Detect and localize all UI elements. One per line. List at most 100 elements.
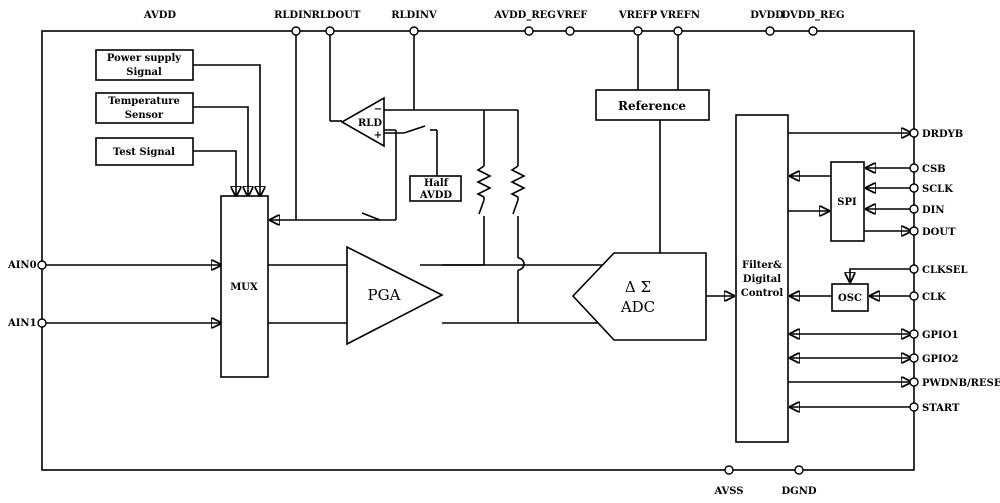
pin-label-drdyb: DRDYB <box>922 129 963 140</box>
pin-marker-avdd-reg <box>524 26 534 36</box>
pin-label-dgnd: DGND <box>781 486 816 497</box>
pin-avdd-reg: AVDD_REG <box>493 10 556 36</box>
pin-label-ain1: AIN1 <box>7 318 37 329</box>
reference-label: Reference <box>618 99 686 113</box>
pin-label-avdd: AVDD <box>143 10 176 21</box>
chip-outline <box>41 30 915 471</box>
pin-rldout: RLDOUT <box>312 10 361 122</box>
pin-marker-sclk <box>909 183 919 193</box>
pin-vref: VREF <box>556 10 588 36</box>
pin-marker-start <box>909 402 919 412</box>
pin-marker-clk <box>909 291 919 301</box>
adc-block: Δ Σ ADC <box>571 252 707 341</box>
pin-label-vrefn: VREFN <box>659 10 700 21</box>
pga-label: PGA <box>368 286 401 304</box>
pin-marker-rldinv <box>409 26 419 36</box>
pin-rldinv: RLDINV <box>391 10 437 104</box>
pin-clk: CLK <box>870 292 946 303</box>
rld-minus-label: − <box>374 104 382 115</box>
pin-pwdnb-resetb: PWDNB/RESETB <box>788 378 1000 389</box>
pin-label-rldin: RLDIN <box>274 10 312 21</box>
pin-marker-csb <box>909 163 919 173</box>
pin-marker-drdyb <box>909 128 919 138</box>
spi-block: SPI <box>830 161 865 242</box>
osc-label: OSC <box>838 293 862 304</box>
pin-marker-ain0 <box>37 260 47 270</box>
temperature-label-1: Temperature <box>108 96 180 107</box>
mux-to-pga-wires <box>268 264 347 324</box>
pin-label-avss: AVSS <box>713 486 743 497</box>
pin-drdyb: DRDYB <box>788 129 963 140</box>
power-supply-label-1: Power supply <box>107 53 182 64</box>
rld-amplifier: RLD − + <box>340 96 385 148</box>
reference-block: Reference <box>595 89 710 253</box>
pin-marker-rldout <box>325 26 335 36</box>
adc-label-1: Δ Σ <box>625 278 651 296</box>
pin-label-gpio2: GPIO2 <box>922 354 958 365</box>
half-avdd-label-2: AVDD <box>419 190 452 201</box>
pin-label-clk: CLK <box>922 292 946 303</box>
osc-block: OSC <box>831 283 869 312</box>
pin-dvdd: DVDD <box>750 10 784 36</box>
pin-label-vrefp: VREFP <box>618 10 658 21</box>
pin-vrefp: VREFP <box>618 10 658 90</box>
filter-label-3: Control <box>741 288 783 299</box>
pin-marker-dvdd-reg <box>808 26 818 36</box>
pin-label-vref: VREF <box>556 10 588 21</box>
filter-label-1: Filter& <box>742 260 782 271</box>
pin-marker-gpio2 <box>909 353 919 363</box>
power-supply-signal-block: Power supply Signal <box>95 49 260 196</box>
rld-plus-label: + <box>374 130 382 141</box>
temperature-sensor-block: Temperature Sensor <box>95 92 248 196</box>
pin-label-gpio1: GPIO1 <box>922 330 958 341</box>
pin-marker-clksel <box>909 264 919 274</box>
pin-label-dvdd: DVDD <box>750 10 784 21</box>
half-avdd-switch <box>384 125 438 176</box>
pin-label-clksel: CLKSEL <box>922 265 968 276</box>
temperature-label-2: Sensor <box>125 110 164 121</box>
pin-clksel: CLKSEL <box>850 264 968 282</box>
pin-vrefn: VREFN <box>659 10 700 90</box>
pin-label-din: DIN <box>922 205 945 216</box>
pin-marker-vref <box>565 26 575 36</box>
pin-avdd: AVDD <box>143 10 176 21</box>
pin-label-pwdnb-resetb: PWDNB/RESETB <box>922 378 1000 389</box>
pin-label-rldinv: RLDINV <box>391 10 437 21</box>
pin-sclk: SCLK <box>866 184 953 195</box>
test-signal-block: Test Signal <box>95 137 236 196</box>
filter-digital-control-block: Filter& Digital Control <box>735 114 789 443</box>
pin-avss: AVSS <box>713 465 744 497</box>
pin-marker-ain1 <box>37 318 47 328</box>
resistor-left <box>476 110 492 265</box>
pin-marker-din <box>909 204 919 214</box>
pin-ain0: AIN0 <box>7 260 221 271</box>
pin-marker-dgnd <box>794 465 804 475</box>
rld-switch <box>361 212 381 221</box>
filter-label-2: Digital <box>743 274 781 285</box>
pin-label-start: START <box>922 403 960 414</box>
pin-marker-avss <box>724 465 734 475</box>
pin-din: DIN <box>866 205 945 216</box>
mux-label: MUX <box>230 282 258 293</box>
half-avdd-block: Half AVDD <box>409 175 462 202</box>
pin-start: START <box>790 403 960 414</box>
spi-label: SPI <box>837 197 857 208</box>
pin-label-sclk: SCLK <box>922 184 953 195</box>
pin-rldin: RLDIN <box>274 10 312 220</box>
pin-label-ain0: AIN0 <box>7 260 37 271</box>
pin-label-dvdd-reg: DVDD_REG <box>781 10 844 21</box>
pin-marker-rldin <box>291 26 301 36</box>
pin-dvdd-reg: DVDD_REG <box>781 10 845 36</box>
test-signal-label: Test Signal <box>113 147 175 158</box>
pin-gpio1: GPIO1 <box>790 330 958 341</box>
pin-marker-dout <box>909 226 919 236</box>
rld-feedback-path <box>270 129 397 220</box>
pga-amplifier: PGA <box>346 245 444 346</box>
pin-label-avdd-reg: AVDD_REG <box>493 10 556 21</box>
pin-label-dout: DOUT <box>922 227 956 238</box>
pin-marker-gpio1 <box>909 329 919 339</box>
pin-label-rldout: RLDOUT <box>312 10 361 21</box>
pin-marker-vrefp <box>633 26 643 36</box>
resistor-right <box>510 110 526 323</box>
